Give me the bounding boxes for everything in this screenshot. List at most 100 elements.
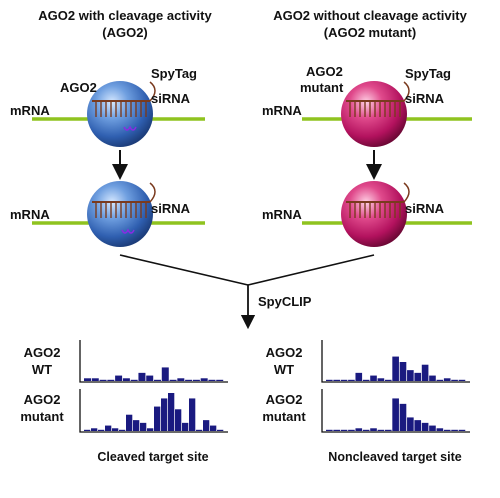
track-label-right-mut-2: mutant [262, 409, 306, 424]
merge-line-left [119, 254, 249, 286]
coverage-bar [392, 356, 399, 381]
coverage-bar [192, 379, 200, 381]
coverage-bar [200, 378, 208, 381]
coverage-bar [451, 379, 458, 381]
coverage-bar [147, 428, 154, 431]
sirna-ladder [95, 101, 147, 117]
coverage-bar [99, 379, 107, 381]
track-label-right-wt-1: AGO2 [266, 345, 303, 360]
sirna-label-bl: siRNA [151, 201, 191, 216]
coverage-bar [105, 425, 112, 431]
ago2-label: AGO2 [60, 80, 97, 95]
sirna-label-tl: siRNA [151, 91, 191, 106]
coverage-bar [436, 428, 444, 431]
ago2-mutant-label-line2: mutant [300, 80, 344, 95]
cleavage-mark [123, 125, 137, 131]
coverage-bar [414, 372, 422, 381]
coverage-bar [161, 398, 168, 431]
coverage-bar [84, 429, 91, 431]
coverage-bar [169, 379, 177, 381]
ago2-mutant-complex-bottom-right [302, 181, 472, 247]
left-header-line2: (AGO2) [102, 25, 148, 40]
coverage-bar [119, 429, 126, 431]
coverage-bar [210, 425, 217, 431]
coverage-bar [384, 429, 392, 431]
coverage-bar [146, 375, 154, 381]
ago2-blue-sphere [87, 81, 153, 147]
coverage-bar [392, 398, 399, 431]
coverage-bar [138, 372, 146, 381]
coverage-bar [185, 379, 193, 381]
coverage-bar [421, 364, 429, 381]
merge-line-right [247, 254, 375, 286]
right-header-line1: AGO2 without cleavage activity [273, 8, 467, 23]
coverage-bar [154, 379, 161, 381]
coverage-bar [333, 429, 340, 431]
left-header-line1: AGO2 with cleavage activity [38, 8, 212, 23]
track-label-left-wt-2: WT [32, 362, 52, 377]
coverage-bar [107, 379, 115, 381]
track-label-left-wt-1: AGO2 [24, 345, 61, 360]
coverage-bar [362, 379, 370, 381]
coverage-bar [348, 379, 355, 381]
coverage-bar [130, 379, 138, 381]
coverage-bar [429, 425, 436, 431]
coverage-bar [326, 429, 333, 431]
mrna-label-tr: mRNA [262, 103, 302, 118]
mrna-label-tl: mRNA [10, 103, 50, 118]
mrna-label-br: mRNA [262, 207, 302, 222]
track-axes [79, 340, 470, 433]
coverage-bar [458, 429, 466, 431]
coverage-bar [436, 379, 444, 381]
track-label-right-wt-2: WT [274, 362, 294, 377]
coverage-bar [91, 428, 98, 431]
spytag-label-tr: SpyTag [405, 66, 451, 81]
mrna-label-bl: mRNA [10, 207, 50, 222]
coverage-bar [196, 429, 203, 431]
coverage-bar [348, 429, 355, 431]
coverage-bar [414, 420, 422, 431]
ago2-mutant-complex-top-right [302, 81, 472, 147]
coverage-bar [429, 375, 436, 381]
footer-left: Cleaved target site [97, 450, 208, 464]
coverage-bar [208, 379, 216, 381]
track-label-right-mut-1: AGO2 [266, 392, 303, 407]
coverage-bar [175, 409, 182, 431]
track-label-left-mut-2: mutant [20, 409, 64, 424]
coverage-bar [443, 429, 451, 431]
coverage-bar [443, 378, 451, 381]
coverage-bar [126, 414, 133, 431]
coverage-bar [362, 429, 370, 431]
spyclip-label: SpyCLIP [258, 294, 312, 309]
coverage-tracks [84, 356, 466, 431]
coverage-bar [203, 420, 210, 431]
coverage-bar [133, 420, 140, 431]
coverage-bar [340, 429, 348, 431]
coverage-bar [451, 429, 458, 431]
coverage-bar [91, 378, 99, 381]
coverage-bar [182, 422, 189, 431]
right-header-line2: (AGO2 mutant) [324, 25, 416, 40]
coverage-bar [154, 406, 161, 431]
coverage-bar [168, 393, 175, 431]
coverage-bar [407, 370, 414, 381]
ago2-complex-bottom-left [32, 181, 205, 247]
coverage-bar [140, 422, 147, 431]
track-label-left-mut-1: AGO2 [24, 392, 61, 407]
coverage-bar [161, 367, 169, 381]
coverage-bar [112, 428, 119, 431]
coverage-bar [122, 378, 130, 381]
spytag-label-tl: SpyTag [151, 66, 197, 81]
coverage-bar [421, 422, 429, 431]
sirna-label-tr: siRNA [405, 91, 445, 106]
coverage-bar [217, 429, 224, 431]
coverage-bar [216, 379, 224, 381]
coverage-bar [355, 372, 363, 381]
footer-right: Noncleaved target site [328, 450, 461, 464]
coverage-bar [115, 375, 123, 381]
coverage-bar [177, 378, 185, 381]
sirna-label-br: siRNA [405, 201, 445, 216]
coverage-bar [84, 378, 91, 381]
coverage-bar [407, 417, 414, 431]
